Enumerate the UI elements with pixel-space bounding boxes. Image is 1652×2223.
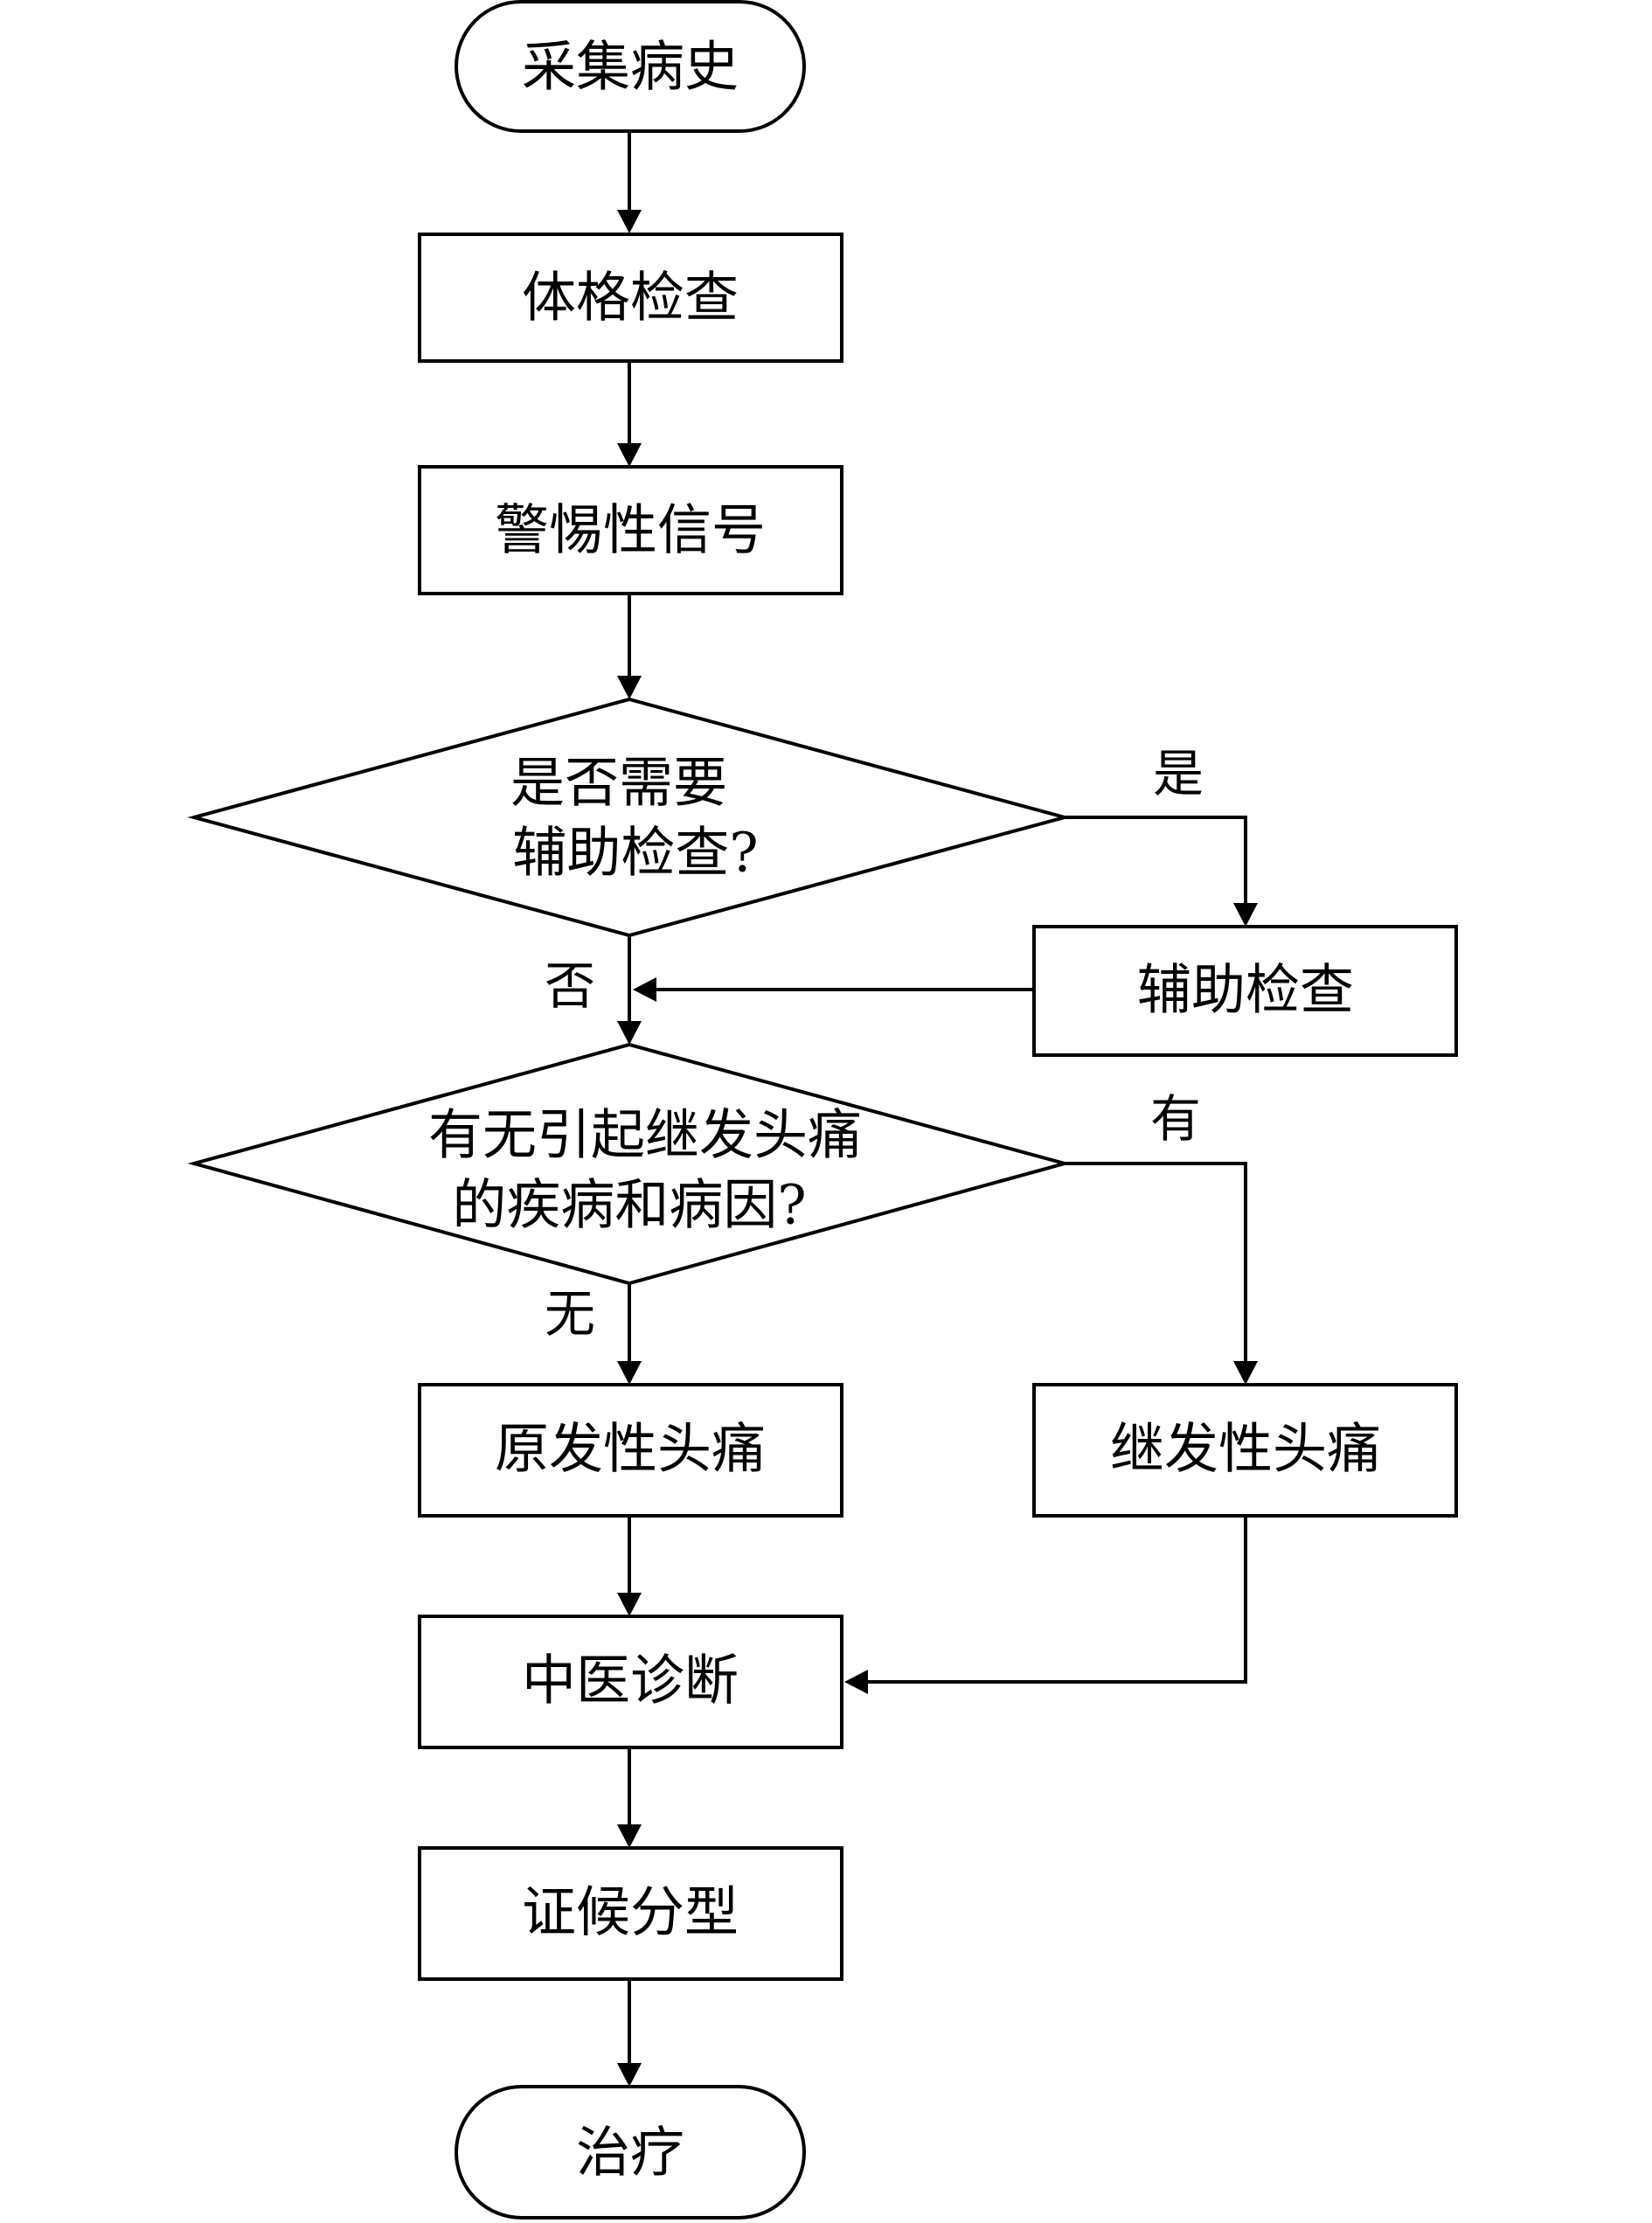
node-warning-signs-label: 警惕性信号 xyxy=(495,498,766,562)
edge-label-no: 否 xyxy=(545,956,595,1016)
node-warning-signs: 警惕性信号 xyxy=(418,465,843,595)
arrowhead xyxy=(617,1824,642,1848)
arrowhead xyxy=(617,2063,642,2087)
process-shape xyxy=(418,233,843,363)
arrowhead xyxy=(617,443,642,467)
arrowhead xyxy=(617,1361,642,1385)
arrowhead xyxy=(617,1021,642,1045)
arrowhead xyxy=(1233,903,1258,927)
edge-secondary-to-tcm xyxy=(865,1516,1247,1684)
node-tcm-diagnosis: 中医诊断 xyxy=(418,1615,843,1749)
decision-secondary-line2: 的疾病和病因? xyxy=(452,1173,806,1237)
node-secondary-headache-label: 继发性头痛 xyxy=(1110,1417,1381,1481)
node-physical-exam-label: 体格检查 xyxy=(522,266,739,330)
node-history: 采集病史 xyxy=(455,0,806,133)
process-shape xyxy=(418,465,843,595)
decision-shape xyxy=(187,697,1072,938)
node-history-label: 采集病史 xyxy=(522,35,739,99)
process-shape xyxy=(1032,1383,1458,1518)
decision-secondary-cause: 有无引起继发头痛 的疾病和病因? xyxy=(187,1042,1072,1286)
process-shape xyxy=(418,1383,843,1518)
process-shape xyxy=(418,1615,843,1749)
arrowhead xyxy=(844,1670,868,1694)
edge-labels: 是 否 有 无 xyxy=(545,744,1204,1344)
decision-shape xyxy=(187,1042,1072,1286)
decision-secondary-line1: 有无引起继发头痛 xyxy=(428,1103,862,1167)
process-shape xyxy=(1032,925,1458,1057)
node-secondary-headache: 继发性头痛 xyxy=(1032,1383,1458,1518)
terminal-shape xyxy=(455,2085,806,2220)
node-treatment: 治疗 xyxy=(455,2085,806,2220)
node-aux-exam: 辅助检查 xyxy=(1032,925,1458,1057)
node-syndrome-typing-label: 证候分型 xyxy=(522,1880,739,1944)
node-syndrome-typing: 证候分型 xyxy=(418,1846,843,1981)
arrowhead xyxy=(617,1593,642,1616)
arrowhead xyxy=(1233,1361,1258,1385)
decision-need-aux-line2: 辅助检查? xyxy=(512,821,758,885)
decision-need-aux-exam: 是否需要 辅助检查? xyxy=(187,697,1072,938)
node-treatment-label: 治疗 xyxy=(576,2121,684,2185)
process-shape xyxy=(418,1846,843,1981)
node-aux-exam-label: 辅助检查 xyxy=(1137,958,1354,1022)
arrowhead xyxy=(633,977,656,1002)
edge-label-has: 有 xyxy=(1150,1089,1201,1149)
node-tcm-diagnosis-label: 中医诊断 xyxy=(522,1649,739,1712)
edge-label-yes: 是 xyxy=(1153,744,1204,803)
decision-need-aux-line1: 是否需要 xyxy=(510,751,727,815)
edge-decision1-yes xyxy=(1065,816,1247,906)
arrowhead xyxy=(617,676,642,699)
node-primary-headache-label: 原发性头痛 xyxy=(495,1417,766,1481)
arrowhead xyxy=(617,210,642,233)
node-primary-headache: 原发性头痛 xyxy=(418,1383,843,1518)
connectors xyxy=(617,131,1258,2087)
edge-label-none: 无 xyxy=(545,1284,595,1344)
edge-decision2-has xyxy=(1065,1162,1247,1364)
terminal-shape xyxy=(455,0,806,133)
node-physical-exam: 体格检查 xyxy=(418,233,843,363)
